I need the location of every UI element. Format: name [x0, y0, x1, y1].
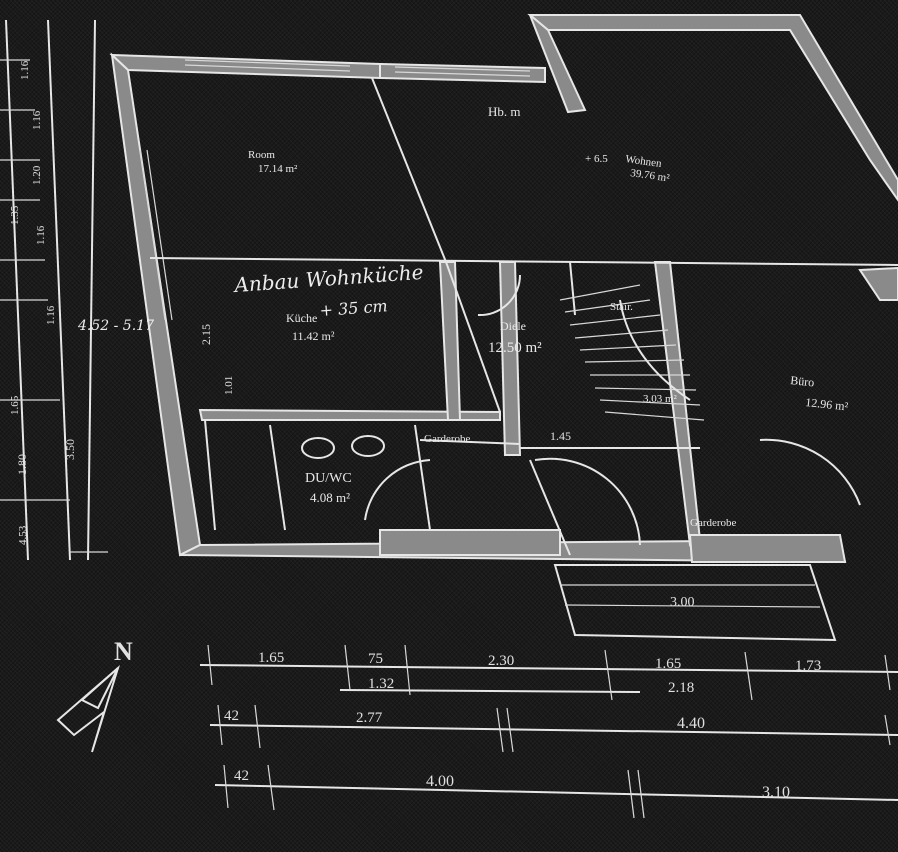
dim-porch: 3.00 [670, 595, 695, 610]
living-name: Wohnen [625, 153, 663, 170]
dim-inner-2: 1.01 [223, 376, 235, 395]
dim-row3-3: 3.10 [762, 784, 790, 801]
room-labels: Room 17.14 m² Anbau Wohnküche + 35 cm Kü… [232, 104, 850, 529]
kitchen-handwritten-note: Anbau Wohnküche [232, 260, 424, 297]
dim-left-4: 1.16 [35, 225, 47, 245]
top-right-label: Hb. m [488, 104, 521, 119]
kitchen-handwritten-area: + 35 cm [319, 296, 388, 320]
dim-row1-5: 1.73 [795, 658, 821, 674]
dim-left-8: 1.80 [15, 454, 29, 475]
dim-row2-1: 42 [224, 708, 239, 724]
office-area: 12.96 m² [805, 395, 850, 413]
dim-left-large-2: 4.53 [17, 525, 29, 545]
office-name: Büro [790, 373, 815, 389]
bath-name: DU/WC [305, 471, 352, 486]
hall-area: 12.50 m² [488, 340, 542, 356]
dim-inner-1: 2.15 [199, 324, 213, 345]
living-area: 39.76 m² [630, 167, 671, 184]
dim-left-2: 1.16 [31, 110, 43, 130]
wardrobe-label-1: Garderobe [424, 433, 471, 445]
dim-left-1: 1.16 [19, 60, 31, 80]
dim-row2-3: 4.40 [677, 715, 705, 732]
dim-row1-sub-1: 1.32 [368, 676, 394, 692]
bath-area: 4.08 m² [310, 490, 350, 505]
dim-row1-1: 1.65 [258, 650, 284, 666]
side-note: 4.52 - 5.17 [77, 318, 154, 334]
level-mark: + 6.5 [585, 153, 608, 165]
dim-passage: 1.45 [550, 429, 571, 443]
compass-letter: N [114, 637, 133, 666]
wardrobe-label-2: Garderobe [690, 517, 737, 529]
dim-row1-4: 1.65 [655, 656, 681, 672]
dim-row1-sub-2: 2.18 [668, 680, 694, 696]
dim-left-6: 1.35 [9, 205, 21, 225]
room-top-left-name: Room [248, 149, 275, 161]
dim-left-7: 1.65 [9, 395, 21, 415]
left-dimension-chain: 1.16 1.16 1.20 1.16 1.16 1.35 1.65 1.80 … [0, 19, 571, 561]
dim-row3-2: 4.00 [426, 773, 454, 790]
dim-left-5: 1.16 [45, 305, 57, 325]
dim-row2-2: 2.77 [356, 710, 383, 726]
bottom-dimension-chains: 1.65 75 2.30 1.65 1.73 1.32 2.18 42 2.77… [199, 644, 898, 819]
dim-left-3: 1.20 [31, 165, 43, 185]
room-top-left-area: 17.14 m² [258, 163, 298, 175]
interior-lines [149, 77, 898, 642]
hall-name: Diele [500, 319, 526, 333]
outer-walls [109, 14, 898, 564]
stair-area: 3.03 m² [643, 393, 678, 405]
north-arrow-icon: N [56, 637, 133, 753]
stair-landing-label: Stair. [610, 301, 633, 313]
kitchen-name: Küche [286, 311, 317, 325]
dim-row1-2: 75 [368, 651, 383, 667]
dim-row3-1: 42 [234, 768, 249, 784]
kitchen-area: 11.42 m² [292, 329, 335, 343]
dim-row1-3: 2.30 [488, 653, 514, 669]
dim-left-large-1: 3.50 [63, 439, 77, 460]
staircase [559, 284, 705, 421]
